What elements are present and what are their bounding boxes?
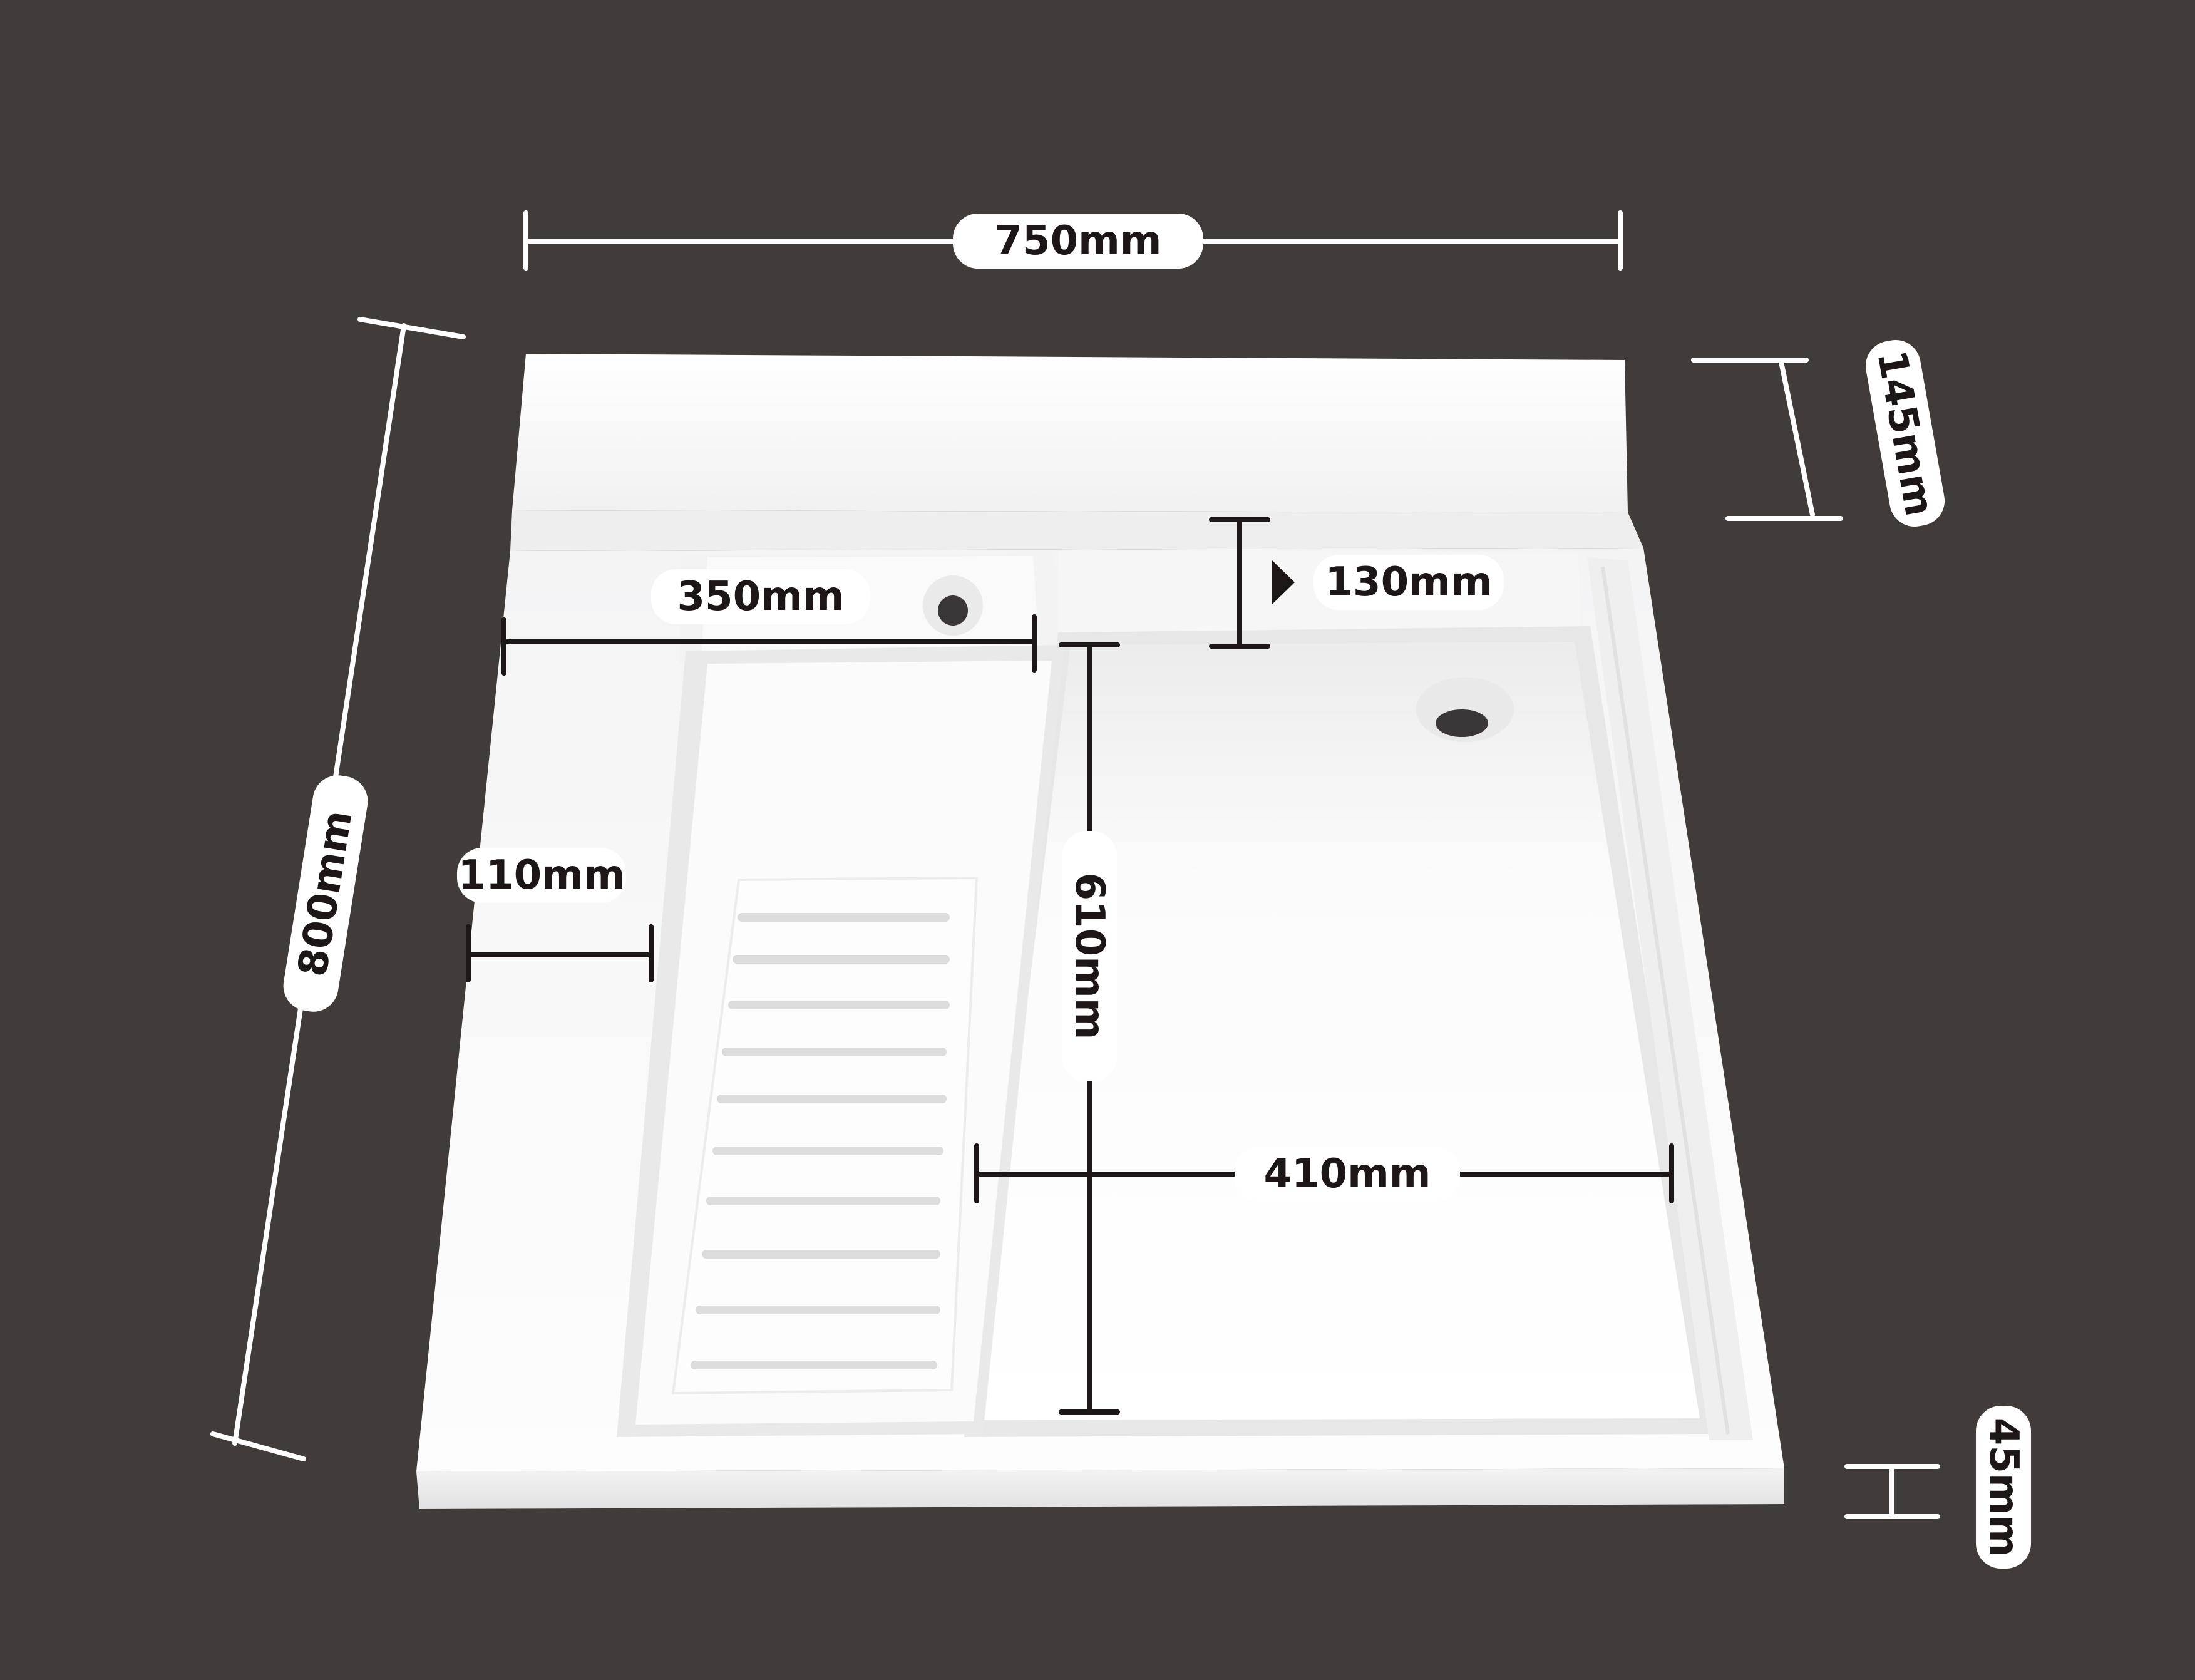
sink-back-wall — [512, 354, 1628, 512]
drain-hole — [1416, 677, 1514, 742]
label-basin-width: 410mm — [1264, 1151, 1431, 1197]
shelf-pointer-arrow — [1272, 560, 1295, 604]
washboard-ribs — [691, 913, 950, 1369]
label-basin-depth: 610mm — [1066, 873, 1113, 1040]
tap-hole — [923, 575, 983, 636]
dimension-labels: 750mm 800mm 145mm 45mm 130mm 350mm — [283, 214, 2031, 1569]
utility-sink — [416, 354, 1784, 1509]
label-overall-width: 750mm — [995, 218, 1162, 264]
sink-front-edge — [416, 1468, 1784, 1509]
label-washboard-width: 350mm — [677, 574, 845, 620]
label-front-height: 45mm — [1980, 1418, 2027, 1557]
label-shelf-depth: 130mm — [1325, 559, 1493, 606]
main-basin-right-channel — [1587, 557, 1753, 1440]
label-left-rim: 110mm — [458, 852, 625, 899]
main-basin-floor — [977, 642, 1700, 1420]
sink-back-ledge — [510, 510, 1643, 551]
